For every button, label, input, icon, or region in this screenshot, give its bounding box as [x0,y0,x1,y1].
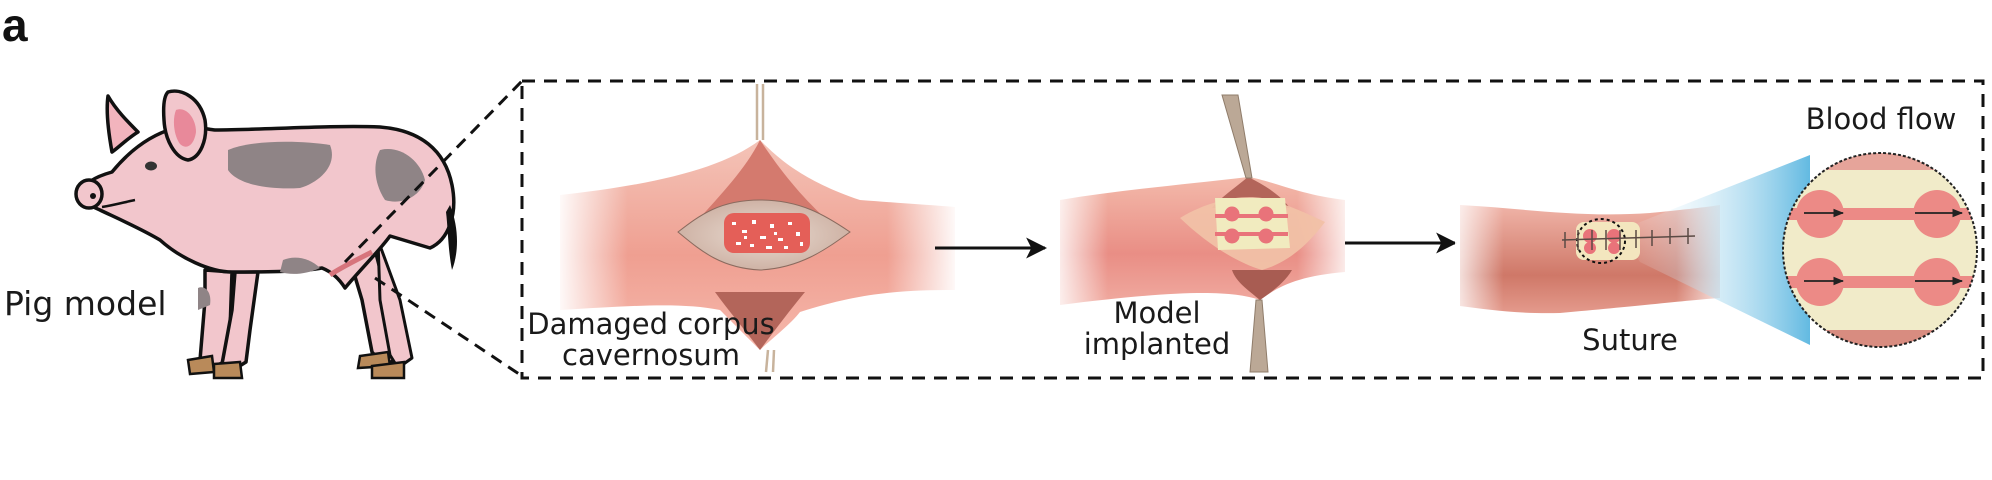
zoom-connector-bottom [374,276,523,378]
pig-spot [198,287,211,310]
forceps-top [1221,94,1253,179]
pig-mouth [101,198,136,209]
suture-stitches [1561,228,1696,250]
pig-ear-inner [173,109,196,147]
pig-snout [74,178,104,210]
chip-channels [1215,206,1288,244]
label-damaged-line1: Damaged corpus [527,307,775,341]
pig-spot [228,141,332,189]
pig-eye [145,161,157,171]
pig-spot [375,149,425,202]
flow-channel [1783,258,1977,306]
step-damaged-tissue [555,84,960,373]
pig-hoof [186,354,216,376]
incision-flap-bottom [1232,270,1292,300]
retractor-thread-bottom [764,349,776,373]
suture-highlight [1576,218,1626,264]
panel-letter: a [2,0,28,51]
label-damaged-line2: cavernosum [562,338,740,373]
blood-flow-zoom-inset [1782,152,1978,348]
pig-ear-back [105,94,140,154]
retractor-thread-top [755,84,765,140]
label-model-implanted: Model implanted [1072,296,1242,362]
procedure-box [520,79,1985,380]
label-pig-model: Pig model [4,284,167,323]
damage-flecks [732,220,803,249]
forceps-bottom [1249,299,1269,373]
label-model-line2: implanted [1083,327,1231,362]
step-suture [1455,155,1810,345]
flow-channel [1783,190,1977,238]
pig-penis-region [328,249,374,278]
label-model-line1: Model [1113,296,1201,330]
step-model-implanted [1055,94,1350,373]
implanted-chip [1215,198,1290,250]
zoom-connector-top [343,79,524,264]
magnification-cone [1620,155,1810,345]
pig-hoof [212,360,244,380]
pig-nostril [90,193,96,199]
label-blood-flow: Blood flow [1805,102,1957,136]
pig-spot [280,257,320,274]
pig-illustration [74,89,457,380]
flow-arrows [1804,208,1964,286]
label-damaged-corpus: Damaged corpus cavernosum [526,307,776,373]
label-suture: Suture [1582,323,1678,357]
inset-border [1782,152,1978,348]
pig-tail [446,205,457,270]
pig-hoof [370,360,406,380]
incision-flap-top [700,140,825,218]
incision-flap-bottom [715,292,805,350]
